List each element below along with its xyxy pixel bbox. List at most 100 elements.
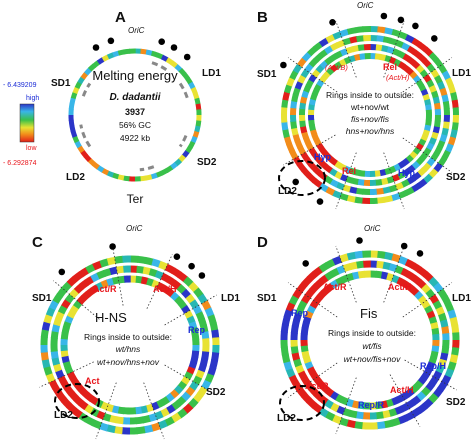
dashed-arc (151, 61, 168, 72)
expression-ring-segment (164, 416, 175, 427)
expression-ring-segment (390, 417, 401, 427)
expression-ring-segment (300, 327, 309, 335)
expression-ring-segment (445, 77, 454, 88)
expression-ring-segment (351, 44, 360, 53)
expression-ring-segment (69, 304, 80, 314)
expression-ring-segment (308, 57, 319, 68)
expression-ring-segment (319, 160, 329, 170)
dotted-ray (335, 20, 357, 78)
melting-energy-segment (156, 52, 164, 60)
panel-c-rings-line1: Rings inside to outside: (84, 332, 172, 342)
expression-ring-segment (426, 63, 436, 74)
expression-ring-segment (311, 88, 320, 96)
expression-ring-segment (300, 392, 312, 404)
expression-ring-segment (386, 46, 395, 55)
expression-ring-segment (432, 96, 441, 105)
expression-ring-segment (177, 380, 187, 391)
expression-ring-segment (301, 131, 309, 140)
expression-ring-segment (290, 100, 298, 109)
panel-b-sd2-label: SD2 (446, 172, 466, 183)
expression-ring-segment (388, 184, 398, 193)
expression-ring-segment (290, 345, 299, 354)
melting-energy-segment (106, 52, 115, 60)
dotted-ray (287, 362, 338, 398)
expression-ring-segment (288, 149, 299, 160)
expression-ring-segment (324, 410, 336, 422)
replication-origin-dot (316, 198, 324, 205)
expression-ring-segment (406, 271, 417, 282)
expression-ring-segment (91, 419, 102, 430)
expression-ring-segment (301, 51, 312, 62)
expression-ring-segment (375, 411, 384, 420)
expression-ring-segment (417, 375, 427, 386)
expression-ring-segment (69, 375, 79, 385)
expression-ring-segment (422, 398, 434, 410)
expression-ring-segment (313, 53, 324, 63)
expression-ring-segment (40, 351, 49, 361)
expression-ring-segment (357, 270, 366, 279)
expression-ring-segment (64, 314, 74, 324)
replication-origin-dot (170, 44, 178, 51)
expression-ring-segment (283, 308, 293, 319)
dotted-ray (53, 280, 100, 320)
legend-min-value: - 6.292874 (3, 160, 37, 167)
replication-origin-dot (416, 250, 424, 257)
expression-ring-segment (405, 154, 414, 163)
expression-ring-segment (308, 119, 315, 126)
panel-b-ld2-highlight (278, 160, 326, 196)
expression-ring-segment (140, 276, 149, 285)
expression-ring-segment (411, 160, 421, 170)
expression-ring-segment (451, 324, 460, 334)
panel-c-letter: C (32, 234, 43, 251)
dashed-arc (178, 82, 189, 99)
expression-ring-segment (312, 166, 323, 177)
expression-ring-segment (291, 127, 299, 136)
expression-ring-segment (76, 295, 87, 305)
legend-colorbar (19, 103, 35, 143)
panel-a-marker-dots (92, 37, 191, 61)
expression-ring-segment (302, 355, 312, 364)
legend-low-label: low (26, 145, 37, 152)
expression-ring-segment (356, 35, 365, 43)
panel-c-oric-label: OriC (126, 224, 143, 233)
expression-ring-segment (60, 332, 69, 340)
expression-ring-segment (148, 268, 158, 278)
expression-ring-segment (300, 68, 310, 79)
expression-ring-segment (399, 402, 410, 413)
expression-ring-segment (416, 167, 427, 177)
replication-origin-dot (412, 22, 419, 30)
expression-ring-segment (355, 187, 364, 195)
expression-ring-segment (349, 36, 358, 44)
expression-ring-segment (383, 167, 392, 176)
expression-ring-segment (329, 402, 340, 413)
melting-energy-segment (101, 167, 110, 176)
panel-c-act-r-label: Act/R (93, 284, 117, 294)
dotted-ray (383, 152, 405, 210)
dotted-ray (383, 20, 405, 78)
expression-ring-segment (395, 394, 405, 404)
expression-ring-segment (282, 128, 290, 139)
expression-ring-segment (291, 318, 301, 328)
expression-ring-segment (428, 276, 440, 288)
expression-ring-segment (176, 284, 187, 295)
dotted-ray (112, 246, 124, 306)
expression-ring-segment (345, 175, 354, 184)
expression-ring-segment (412, 49, 423, 59)
melting-energy-segment (184, 145, 193, 154)
panel-a-ter-label: Ter (127, 192, 144, 206)
expression-ring-segment (398, 255, 409, 266)
expression-ring-segment (71, 407, 83, 419)
expression-ring-segment (400, 267, 411, 278)
expression-ring-segment (135, 416, 144, 425)
expression-ring-segment (416, 279, 427, 290)
melting-energy-segment (84, 67, 92, 76)
melting-energy-segment (185, 76, 193, 85)
dotted-ray (389, 374, 421, 427)
expression-ring-segment (323, 164, 333, 174)
expression-ring-segment (297, 369, 308, 380)
expression-ring-segment (211, 352, 220, 362)
panel-b-rings (280, 25, 460, 205)
panel-c-rings-line3: wt+nov/hns+nov (97, 357, 160, 367)
panel-d-center-title: Fis (360, 306, 378, 321)
replication-origin-dot (292, 178, 300, 186)
